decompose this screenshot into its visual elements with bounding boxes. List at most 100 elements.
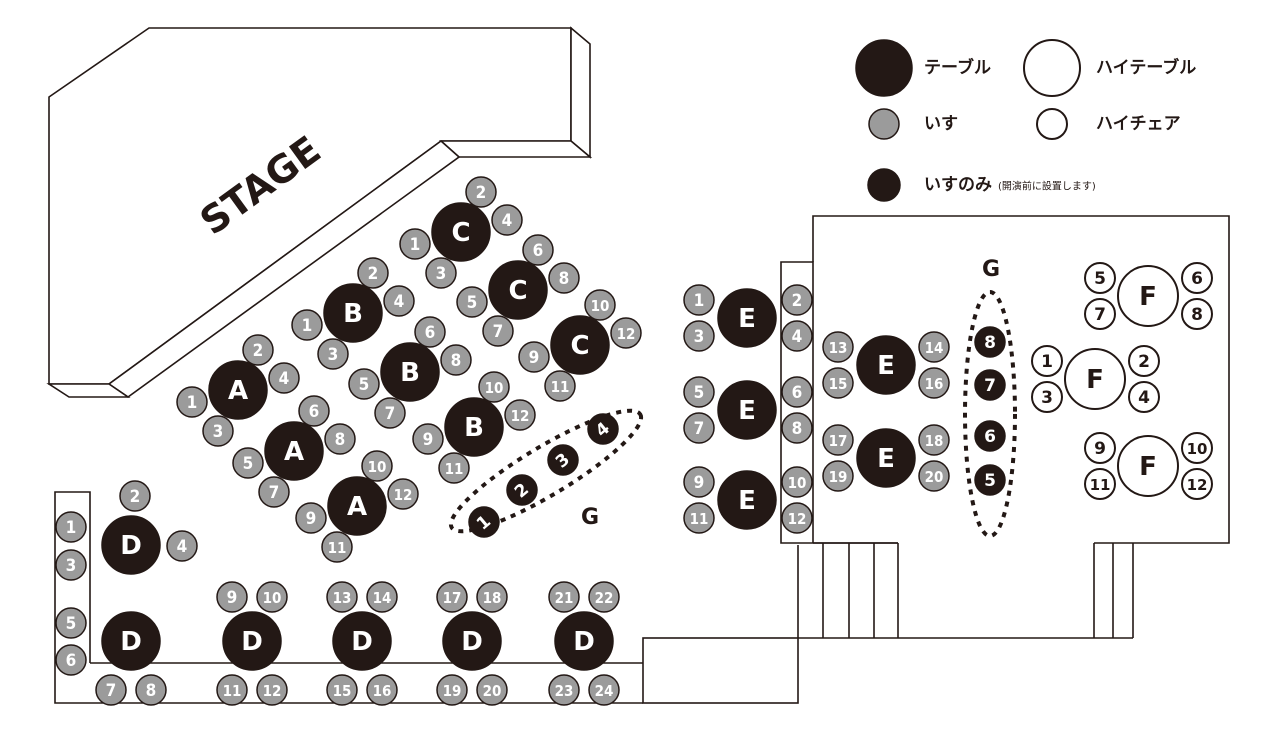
chair-c-11[interactable]: 11 xyxy=(544,370,576,402)
chair-b-7[interactable]: 7 xyxy=(374,397,406,429)
chair-d-2[interactable]: 2 xyxy=(119,480,151,512)
table-b-2[interactable]: B xyxy=(380,342,440,402)
chair-c-7[interactable]: 7 xyxy=(482,315,514,347)
chair-c-12[interactable]: 12 xyxy=(610,317,642,349)
chair-d-13[interactable]: 13 xyxy=(326,581,358,613)
table-c-1[interactable]: C xyxy=(431,202,491,262)
table-d-6[interactable]: D xyxy=(554,611,614,671)
chair-d-19[interactable]: 19 xyxy=(436,674,468,706)
chair-c-2[interactable]: 2 xyxy=(465,176,497,208)
chair-d-10[interactable]: 10 xyxy=(256,581,288,613)
table-c-2[interactable]: C xyxy=(488,260,548,320)
chair-only-g-1[interactable]: 1 xyxy=(468,506,500,538)
high-chair-f-3[interactable]: 3 xyxy=(1031,381,1063,413)
high-chair-f-10[interactable]: 10 xyxy=(1181,432,1213,464)
chair-e-11[interactable]: 11 xyxy=(683,502,715,534)
high-chair-f-7[interactable]: 7 xyxy=(1084,298,1116,330)
chair-b-12[interactable]: 12 xyxy=(504,399,536,431)
high-table-f-1[interactable]: F xyxy=(1064,348,1126,410)
chair-c-5[interactable]: 5 xyxy=(456,286,488,318)
chair-b-5[interactable]: 5 xyxy=(348,368,380,400)
chair-d-17[interactable]: 17 xyxy=(436,581,468,613)
chair-a-1[interactable]: 1 xyxy=(176,386,208,418)
chair-b-6[interactable]: 6 xyxy=(414,316,446,348)
table-d-1[interactable]: D xyxy=(101,515,161,575)
table-d-5[interactable]: D xyxy=(442,611,502,671)
chair-e-13[interactable]: 13 xyxy=(822,331,854,363)
chair-a-4[interactable]: 4 xyxy=(268,362,300,394)
chair-only-g-7[interactable]: 7 xyxy=(974,369,1006,401)
chair-e-2[interactable]: 2 xyxy=(781,284,813,316)
chair-c-9[interactable]: 9 xyxy=(518,341,550,373)
chair-a-12[interactable]: 12 xyxy=(387,478,419,510)
chair-b-9[interactable]: 9 xyxy=(412,423,444,455)
table-e-5[interactable]: E xyxy=(856,428,916,488)
table-a-3[interactable]: A xyxy=(327,476,387,536)
chair-only-g-2[interactable]: 2 xyxy=(506,474,538,506)
high-table-f-2[interactable]: F xyxy=(1117,265,1179,327)
chair-b-4[interactable]: 4 xyxy=(383,285,415,317)
chair-e-20[interactable]: 20 xyxy=(918,460,950,492)
high-chair-f-1[interactable]: 1 xyxy=(1031,345,1063,377)
chair-e-15[interactable]: 15 xyxy=(822,367,854,399)
chair-d-1[interactable]: 1 xyxy=(55,511,87,543)
chair-only-g-8[interactable]: 8 xyxy=(974,326,1006,358)
chair-only-g-6[interactable]: 6 xyxy=(974,420,1006,452)
chair-e-9[interactable]: 9 xyxy=(683,466,715,498)
chair-e-8[interactable]: 8 xyxy=(781,412,813,444)
chair-c-10[interactable]: 10 xyxy=(584,289,616,321)
chair-a-7[interactable]: 7 xyxy=(258,476,290,508)
chair-d-24[interactable]: 24 xyxy=(588,674,620,706)
chair-c-4[interactable]: 4 xyxy=(491,204,523,236)
chair-e-5[interactable]: 5 xyxy=(683,376,715,408)
high-table-f-3[interactable]: F xyxy=(1117,435,1179,497)
table-e-4[interactable]: E xyxy=(856,335,916,395)
high-chair-f-2[interactable]: 2 xyxy=(1128,345,1160,377)
chair-b-8[interactable]: 8 xyxy=(440,344,472,376)
chair-b-10[interactable]: 10 xyxy=(478,371,510,403)
chair-d-14[interactable]: 14 xyxy=(366,581,398,613)
table-e-2[interactable]: E xyxy=(717,380,777,440)
high-chair-f-6[interactable]: 6 xyxy=(1181,262,1213,294)
chair-d-23[interactable]: 23 xyxy=(548,674,580,706)
chair-d-11[interactable]: 11 xyxy=(216,674,248,706)
chair-e-6[interactable]: 6 xyxy=(781,376,813,408)
chair-d-12[interactable]: 12 xyxy=(256,674,288,706)
chair-a-9[interactable]: 9 xyxy=(295,502,327,534)
high-chair-f-9[interactable]: 9 xyxy=(1084,432,1116,464)
chair-a-11[interactable]: 11 xyxy=(321,531,353,563)
chair-d-21[interactable]: 21 xyxy=(548,581,580,613)
chair-d-18[interactable]: 18 xyxy=(476,581,508,613)
chair-e-4[interactable]: 4 xyxy=(781,320,813,352)
chair-b-3[interactable]: 3 xyxy=(317,338,349,370)
chair-c-6[interactable]: 6 xyxy=(522,234,554,266)
table-d-4[interactable]: D xyxy=(332,611,392,671)
table-b-3[interactable]: B xyxy=(444,397,504,457)
table-e-1[interactable]: E xyxy=(717,288,777,348)
chair-c-1[interactable]: 1 xyxy=(399,228,431,260)
chair-d-4[interactable]: 4 xyxy=(166,530,198,562)
chair-e-14[interactable]: 14 xyxy=(918,331,950,363)
chair-d-8[interactable]: 8 xyxy=(135,674,167,706)
chair-a-10[interactable]: 10 xyxy=(361,450,393,482)
table-d-3[interactable]: D xyxy=(222,611,282,671)
high-chair-f-8[interactable]: 8 xyxy=(1181,298,1213,330)
chair-e-12[interactable]: 12 xyxy=(781,502,813,534)
table-b-1[interactable]: B xyxy=(323,283,383,343)
chair-only-g-3[interactable]: 3 xyxy=(547,444,579,476)
chair-d-20[interactable]: 20 xyxy=(476,674,508,706)
chair-only-g-4[interactable]: 4 xyxy=(587,413,619,445)
table-e-3[interactable]: E xyxy=(717,470,777,530)
chair-d-5[interactable]: 5 xyxy=(55,607,87,639)
chair-d-6[interactable]: 6 xyxy=(55,644,87,676)
chair-d-22[interactable]: 22 xyxy=(588,581,620,613)
chair-a-2[interactable]: 2 xyxy=(242,334,274,366)
chair-a-5[interactable]: 5 xyxy=(232,447,264,479)
chair-e-1[interactable]: 1 xyxy=(683,284,715,316)
chair-d-15[interactable]: 15 xyxy=(326,674,358,706)
table-a-2[interactable]: A xyxy=(264,421,324,481)
table-c-3[interactable]: C xyxy=(550,315,610,375)
chair-d-9[interactable]: 9 xyxy=(216,581,248,613)
table-a-1[interactable]: A xyxy=(208,360,268,420)
chair-c-3[interactable]: 3 xyxy=(425,257,457,289)
